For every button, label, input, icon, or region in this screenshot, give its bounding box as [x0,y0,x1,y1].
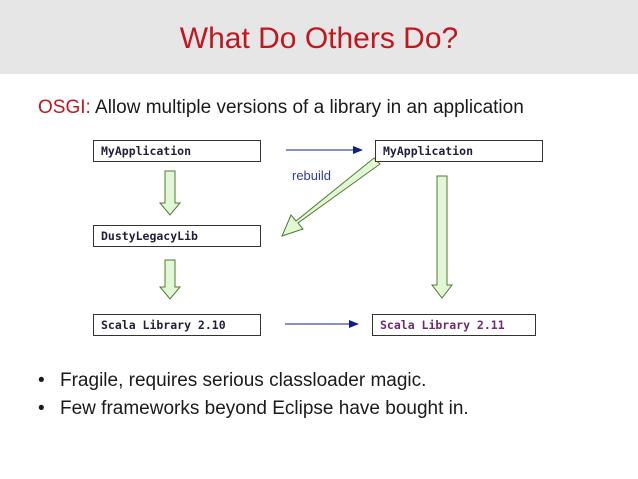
subtitle-highlight: OSGI: [38,97,91,118]
title-bar: What Do Others Do? [0,0,638,74]
bullet-text-2: Few frameworks beyond Eclipse have bough… [60,398,469,419]
subtitle: OSGI: Allow multiple versions of a libra… [38,97,524,119]
box-right-myapplication: MyApplication [375,140,543,162]
box-left-myapplication: MyApplication [93,140,261,162]
down-arrow-right-app-to-scala [430,175,454,299]
slide-title: What Do Others Do? [179,22,459,55]
bullet-item-1: • Fragile, requires serious classloader m… [38,370,469,392]
bullet-text-1: Fragile, requires serious classloader ma… [60,370,427,391]
box-scala-2-10: Scala Library 2.10 [93,314,261,336]
rebuild-label: rebuild [292,168,332,183]
down-arrow-legacy-to-scala [158,259,182,300]
subtitle-text: Allow multiple versions of a library in … [90,97,524,118]
box-scala-2-11: Scala Library 2.11 [372,314,536,336]
bullet-dot: • [38,370,45,391]
down-arrow-app-to-legacy [158,170,182,216]
box-dustylegacylib: DustyLegacyLib [93,225,261,247]
rebuild-arrow [281,157,381,237]
bullet-item-2: • Few frameworks beyond Eclipse have boug… [38,398,469,420]
bullet-dot: • [38,398,45,419]
bullet-list: • Fragile, requires serious classloader m… [38,370,469,426]
